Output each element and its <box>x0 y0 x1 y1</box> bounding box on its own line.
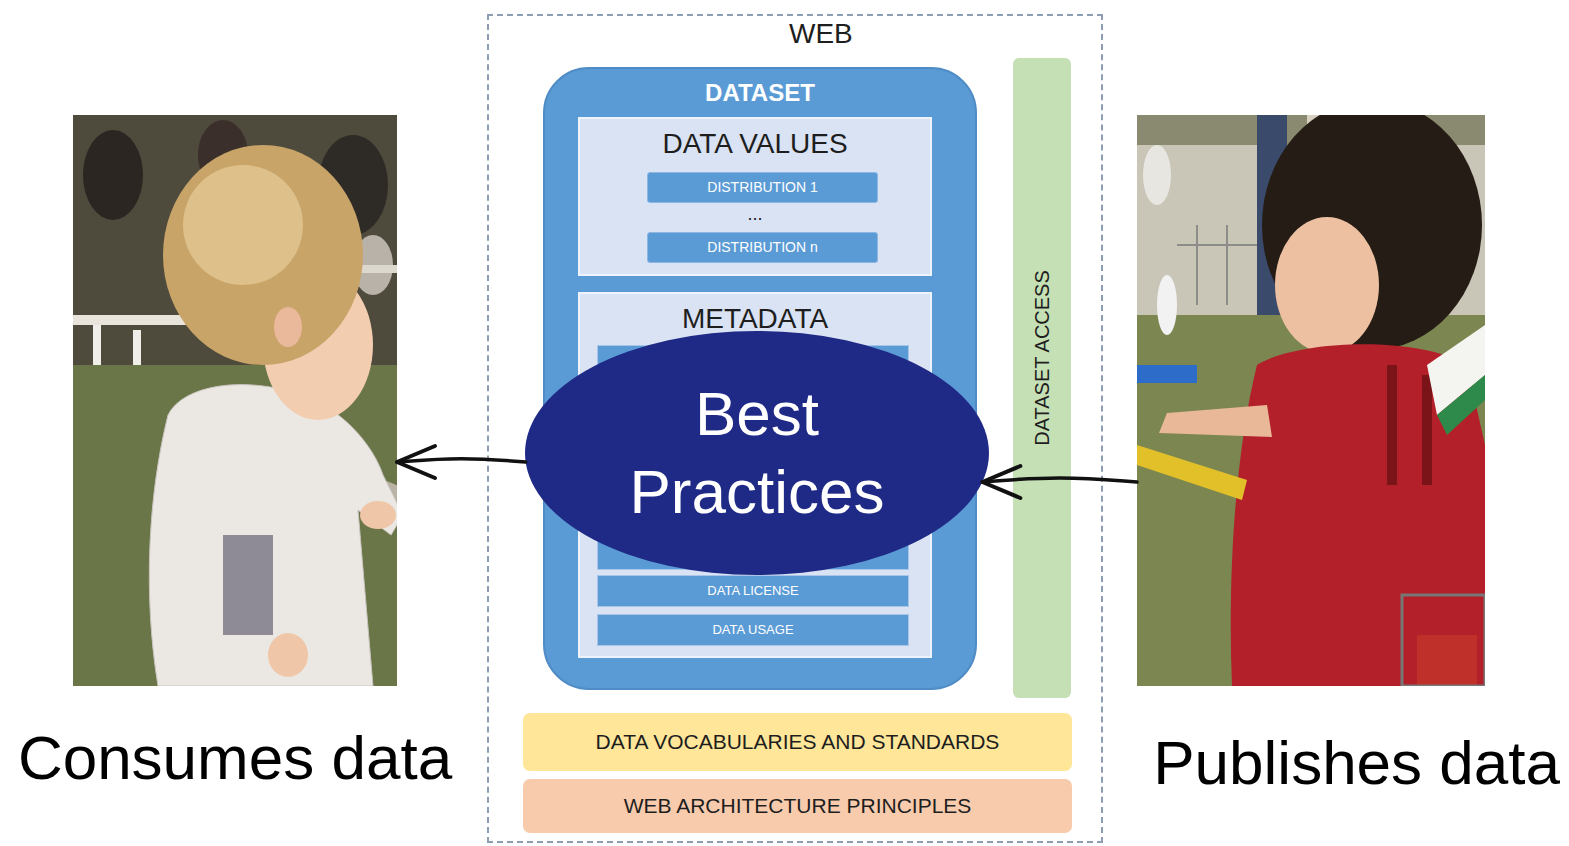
ellipsis-mark: ... <box>580 205 930 223</box>
node-text: DATASET ACCESS <box>1032 270 1052 446</box>
best-practices-ellipse: Best Practices <box>525 331 989 575</box>
child-ear <box>274 307 302 347</box>
distribution-box: DISTRIBUTION n <box>647 232 878 263</box>
child-hand <box>268 633 308 677</box>
node-text: DATA LICENSE <box>707 584 798 598</box>
flag-stripe <box>1437 375 1485 435</box>
arrow-connector <box>397 446 526 478</box>
basket <box>1402 595 1485 686</box>
child-shirt <box>149 385 397 686</box>
arrow-line <box>982 478 1137 482</box>
photo-illustration <box>1137 115 1485 686</box>
arrow-head <box>397 446 435 478</box>
node-text: WEB ARCHITECTURE PRINCIPLES <box>624 794 972 817</box>
publisher-photo: Publishes data <box>1137 115 1485 686</box>
node-text: DATA USAGE <box>712 623 793 637</box>
child-arm <box>1159 405 1272 437</box>
node-text: DISTRIBUTION 1 <box>707 180 817 195</box>
blue-toy <box>1137 365 1197 383</box>
vocabularies-band: DATA VOCABULARIES AND STANDARDS <box>523 713 1072 771</box>
node-text: WEB <box>789 18 853 50</box>
node-text: DATASET <box>545 69 975 107</box>
consumer-photo: Consumes data <box>73 115 397 686</box>
arrow-line <box>397 459 526 462</box>
child-face <box>1275 217 1379 353</box>
dress-ruffle <box>1422 375 1432 485</box>
shirt-print <box>223 535 273 635</box>
dataset-access-bar: DATASET ACCESS <box>1013 58 1071 698</box>
metadata-item-box: DATA USAGE <box>597 614 909 646</box>
node-text: Consumes data <box>12 721 458 795</box>
photo-illustration <box>73 115 397 686</box>
table <box>73 315 193 325</box>
data-values-box: DISTRIBUTION 1 DISTRIBUTION n DATA VALUES.… <box>578 117 932 276</box>
hair-highlight <box>183 165 303 285</box>
arrow-head <box>982 466 1020 498</box>
background-child <box>1157 275 1177 335</box>
web-region: DISTRIBUTION 1 DISTRIBUTION n DATA VALUES.… <box>487 14 1103 843</box>
node-text: METADATA <box>580 294 930 335</box>
dress-ruffle <box>1387 365 1397 485</box>
ellipse-shape <box>525 331 989 575</box>
architecture-band: WEB ARCHITECTURE PRINCIPLES <box>523 779 1072 833</box>
background-person <box>1143 145 1171 205</box>
background-person <box>83 130 143 220</box>
yellow-toy <box>1137 445 1247 500</box>
child-hand <box>360 501 396 529</box>
child-hair <box>163 145 363 365</box>
node-text: Best Practices <box>592 375 922 531</box>
basket-item <box>1417 635 1477 685</box>
node-text: DATA VALUES <box>580 119 930 160</box>
distribution-box: DISTRIBUTION 1 <box>647 172 878 203</box>
ellipse-outline <box>525 331 989 575</box>
node-text: DATA VOCABULARIES AND STANDARDS <box>596 730 1000 753</box>
metadata-item-box: DATA LICENSE <box>597 575 909 607</box>
arrow-connector <box>982 466 1137 498</box>
node-text: DISTRIBUTION n <box>707 240 817 255</box>
node-text: Publishes data <box>1114 726 1560 800</box>
